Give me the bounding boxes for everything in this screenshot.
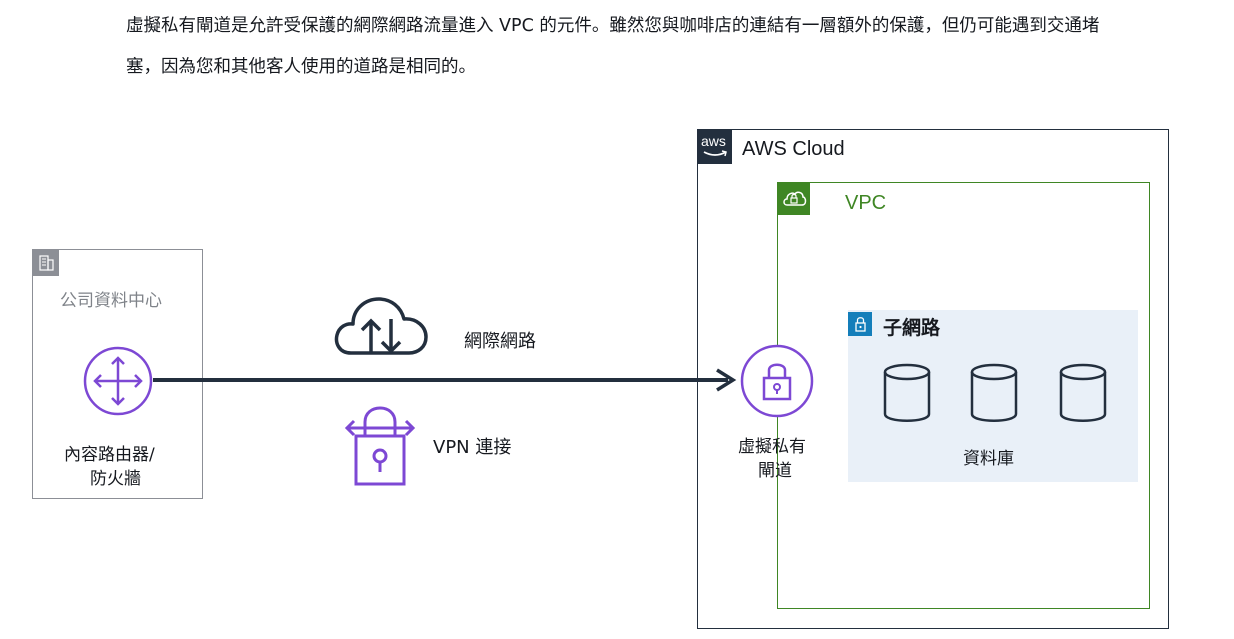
office-building-icon	[33, 250, 59, 276]
database-icon	[1059, 363, 1107, 422]
padlock-icon	[740, 344, 814, 418]
vgw-label-line1: 虛擬私有	[738, 437, 806, 457]
aws-logo: aws	[698, 130, 732, 164]
corporate-data-center-title: 公司資料中心	[60, 291, 162, 311]
vgw-label-line2: 閘道	[758, 461, 792, 481]
subnet-label: 子網路	[883, 317, 941, 339]
aws-logo-text: aws	[701, 133, 726, 149]
database-icon	[883, 363, 931, 422]
internet-label: 網際網路	[464, 331, 536, 352]
corporate-data-center-box	[32, 249, 203, 499]
subnet-box	[848, 310, 1138, 482]
intro-paragraph: 虛擬私有閘道是允許受保護的網際網路流量進入 VPC 的元件。雖然您與咖啡店的連結…	[126, 16, 1100, 77]
router-label-line2: 防火牆	[90, 469, 141, 489]
router-firewall-icon	[83, 346, 153, 416]
vpn-lock-icon	[344, 406, 416, 486]
database-icon	[970, 363, 1018, 422]
aws-cloud-label: AWS Cloud	[742, 138, 845, 160]
connection-arrow	[153, 368, 737, 392]
database-label: 資料庫	[963, 449, 1014, 469]
aws-cloud-box	[697, 129, 1169, 629]
vpc-cloud-lock-icon	[778, 183, 810, 215]
vpc-label: VPC	[845, 192, 887, 214]
cloud-upload-download-icon	[334, 297, 428, 355]
subnet-lock-icon	[848, 312, 872, 336]
router-label-line1: 內容路由器/	[64, 445, 155, 465]
vpn-label: VPN 連接	[433, 437, 512, 458]
